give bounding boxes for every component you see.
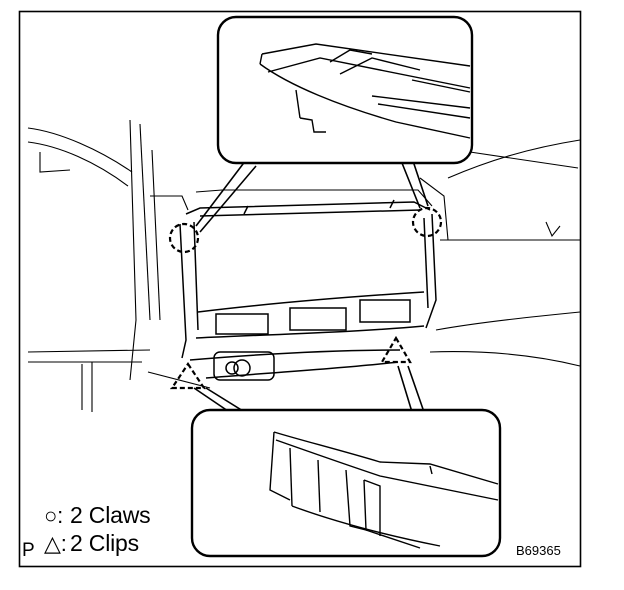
figure-border [18, 10, 582, 568]
legend-clips: △:2 Clips [44, 530, 139, 557]
clip-legend-symbol: △: [44, 531, 67, 556]
claw-legend-symbol: ○: [44, 503, 64, 528]
figure-code: B69365 [516, 543, 561, 558]
upper-callout-leaders [195, 157, 429, 233]
upper-detail-inset [216, 15, 474, 165]
clip-marker-left [169, 362, 207, 390]
legend-claws: ○:2 Claws [44, 502, 151, 529]
lower-detail-inset [190, 408, 502, 558]
claw-marker-right [411, 206, 443, 238]
corner-letter: P [22, 540, 35, 561]
claw-legend-label: 2 Claws [70, 502, 151, 528]
clip-marker-right [380, 335, 412, 364]
clip-legend-label: 2 Clips [70, 530, 139, 556]
dashboard-background-lines [27, 119, 581, 412]
claw-marker-left [168, 222, 200, 254]
glove-box-panel [179, 199, 437, 381]
